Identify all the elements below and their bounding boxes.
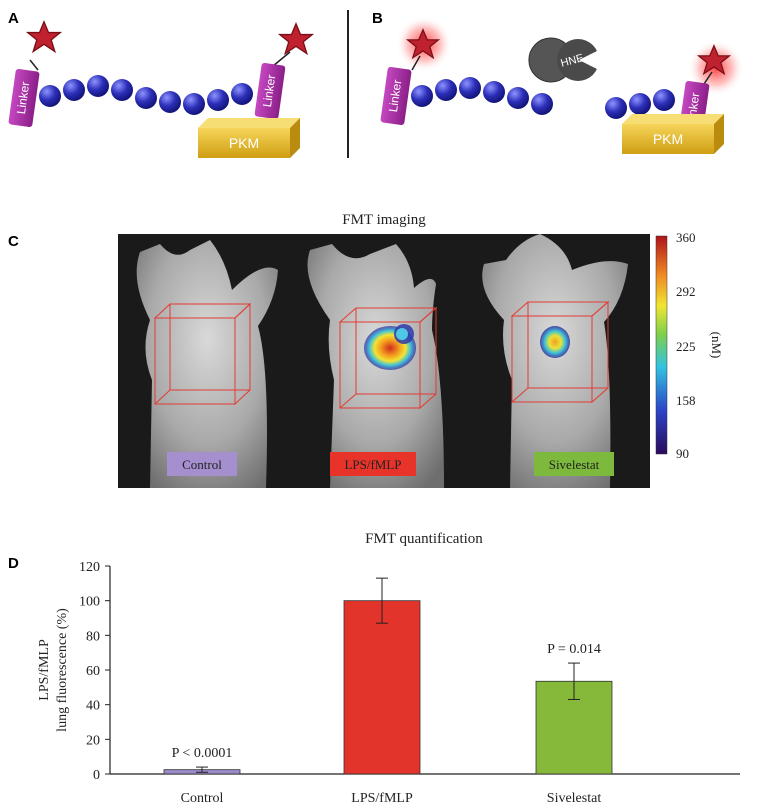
y-axis-label-line1: LPS/fMLP [37, 639, 52, 701]
label-control-text: Control [182, 457, 222, 472]
panel-b: Linker HNE Linker [380, 16, 744, 154]
hne-enzyme-icon: HNE [528, 37, 599, 83]
bead-chain-b-left [411, 77, 553, 115]
mouse-sivelestat [482, 234, 628, 488]
x-tick-label: Sivelestat [547, 791, 602, 806]
y-tick-label: 20 [86, 733, 100, 748]
p-value-annotation: P = 0.014 [547, 642, 601, 657]
label-sivelestat: Sivelestat [534, 452, 614, 476]
colorbar: 360 292 225 158 90 (nM) [655, 230, 724, 461]
y-tick-label: 100 [79, 595, 100, 610]
panel-letter-d: D [8, 555, 19, 572]
linker-left: Linker [8, 68, 40, 128]
fluorescence-hotspot-sivelestat [540, 326, 570, 358]
linker-label-right: Linker [260, 74, 278, 108]
pkm-block-a: PKM [198, 118, 300, 158]
imaging-title: FMT imaging [342, 212, 426, 228]
hne-label: HNE [559, 52, 585, 70]
panel-letter-c: C [8, 233, 19, 250]
y-axis-label-line2: lung fluorescence (%) [55, 608, 70, 732]
y-tick-label: 60 [86, 664, 100, 679]
y-tick-label: 80 [86, 629, 100, 644]
pkm-block-b: PKM [622, 114, 724, 154]
panel-a: Linker Linker PKM [8, 21, 313, 158]
linker-b-left: Linker [380, 66, 412, 126]
label-lps-text: LPS/fMLP [344, 457, 401, 472]
y-tick-label: 40 [86, 699, 100, 714]
colorbar-tick-158: 158 [676, 393, 696, 408]
x-tick-label: Control [181, 791, 224, 806]
p-value-annotation: P < 0.0001 [172, 746, 233, 761]
probe-schematic: Linker Linker PKM [8, 10, 744, 158]
colorbar-tick-360: 360 [676, 230, 696, 245]
label-control: Control [167, 452, 237, 476]
mouse-lps-fmlp [307, 244, 444, 488]
colorbar-tick-225: 225 [676, 339, 696, 354]
label-sivelestat-text: Sivelestat [549, 457, 600, 472]
y-tick-label: 0 [93, 768, 100, 783]
pkm-label-a: PKM [229, 135, 259, 151]
linker-label-b-left: Linker [386, 79, 404, 113]
pkm-label-b: PKM [653, 131, 683, 147]
panel-letter-b: B [372, 10, 383, 27]
mouse-control [136, 240, 278, 488]
colorbar-tick-292: 292 [676, 284, 696, 299]
fluorophore-star-icon-left [27, 21, 61, 53]
panel-letter-a: A [8, 10, 19, 27]
label-lps-fmlp: LPS/fMLP [330, 452, 416, 476]
colorbar-tick-90: 90 [676, 446, 689, 461]
bar-lpsfmlp [343, 600, 421, 775]
fmt-imaging-figure: Control LPS/fMLP Sivelestat 360 292 225 … [118, 230, 724, 488]
chart-title: FMT quantification [365, 531, 483, 547]
bead-chain-a [39, 75, 253, 115]
x-tick-label: LPS/fMLP [351, 791, 413, 806]
linker-label-left: Linker [14, 81, 32, 115]
fluorophore-star-icon-right [279, 23, 313, 55]
y-tick-label: 120 [79, 560, 100, 575]
bead-chain-b-right [605, 89, 675, 119]
linker-right: Linker [254, 62, 286, 120]
colorbar-unit: (nM) [709, 332, 724, 359]
